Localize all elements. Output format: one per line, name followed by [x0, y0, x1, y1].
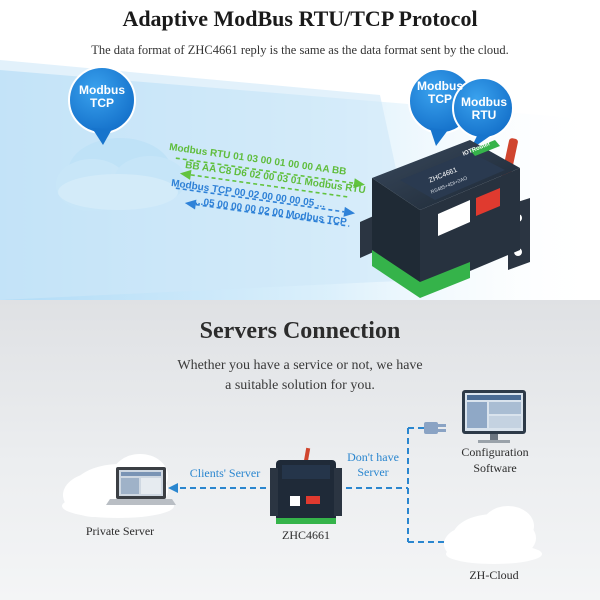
configuration-software-label: Configuration Software: [440, 444, 550, 476]
bubble-left-line1: Modbus: [79, 83, 125, 97]
bubble-right-rtu-text: Modbus RTU: [455, 96, 513, 122]
protocol-graphic: [0, 60, 600, 300]
computer-monitor-icon: [462, 390, 526, 443]
servers-section: Servers Connection Whether you have a se…: [0, 300, 600, 600]
zhc4661-device: [360, 138, 530, 298]
bubble-right-rtu-line1: Modbus: [461, 95, 507, 109]
bubble-right-tcp-text: Modbus TCP: [410, 80, 470, 106]
dont-have-server-label: Don't have Server: [338, 450, 408, 480]
arrow-left-icon: [168, 483, 178, 493]
servers-subtitle-line1: Whether you have a service or not, we ha…: [177, 358, 423, 373]
config-line1: Configuration: [461, 445, 529, 459]
protocol-subtitle: The data format of ZHC4661 reply is the …: [91, 43, 509, 57]
bubble-left-line2: TCP: [90, 96, 114, 110]
arrow-right-green: [175, 157, 365, 189]
cloud-icon: [56, 138, 186, 211]
arrow-right-blue: [175, 187, 356, 217]
bubble-right-rtu-line2: RTU: [471, 108, 497, 122]
modbus-rtu-bubble-right: [452, 77, 514, 150]
arrow-left-green: [179, 169, 350, 198]
zhc4661-device-small: [270, 447, 342, 524]
modbus-tcp-bubble-left: [68, 66, 136, 145]
laptop-icon: [106, 467, 176, 505]
zh-cloud-icon: [444, 506, 542, 564]
bubble-right-tcp-line2: TCP: [428, 92, 452, 106]
zh-cloud-label: ZH-Cloud: [469, 568, 519, 582]
servers-subtitle-line2: a suitable solution for you.: [225, 378, 375, 393]
servers-graphic: [62, 390, 542, 564]
config-line2: Software: [473, 461, 517, 475]
bubble-left-text: Modbus TCP: [69, 84, 135, 110]
device-label: ZHC4661: [282, 528, 330, 542]
dont-have-line1: Don't have: [347, 450, 399, 464]
dont-have-line2: Server: [357, 465, 389, 479]
plug-icon: [424, 422, 446, 434]
bubble-right-tcp-line1: Modbus: [417, 79, 463, 93]
clients-server-label: Clients' Server: [189, 466, 261, 480]
connector-lines: [178, 427, 452, 543]
private-server-label: Private Server: [85, 524, 155, 538]
page-title: Adaptive ModBus RTU/TCP Protocol: [122, 6, 478, 31]
arrow-left-blue: [184, 199, 350, 227]
servers-title: Servers Connection: [199, 318, 401, 344]
protocol-section: Adaptive ModBus RTU/TCP Protocol The dat…: [0, 6, 600, 300]
